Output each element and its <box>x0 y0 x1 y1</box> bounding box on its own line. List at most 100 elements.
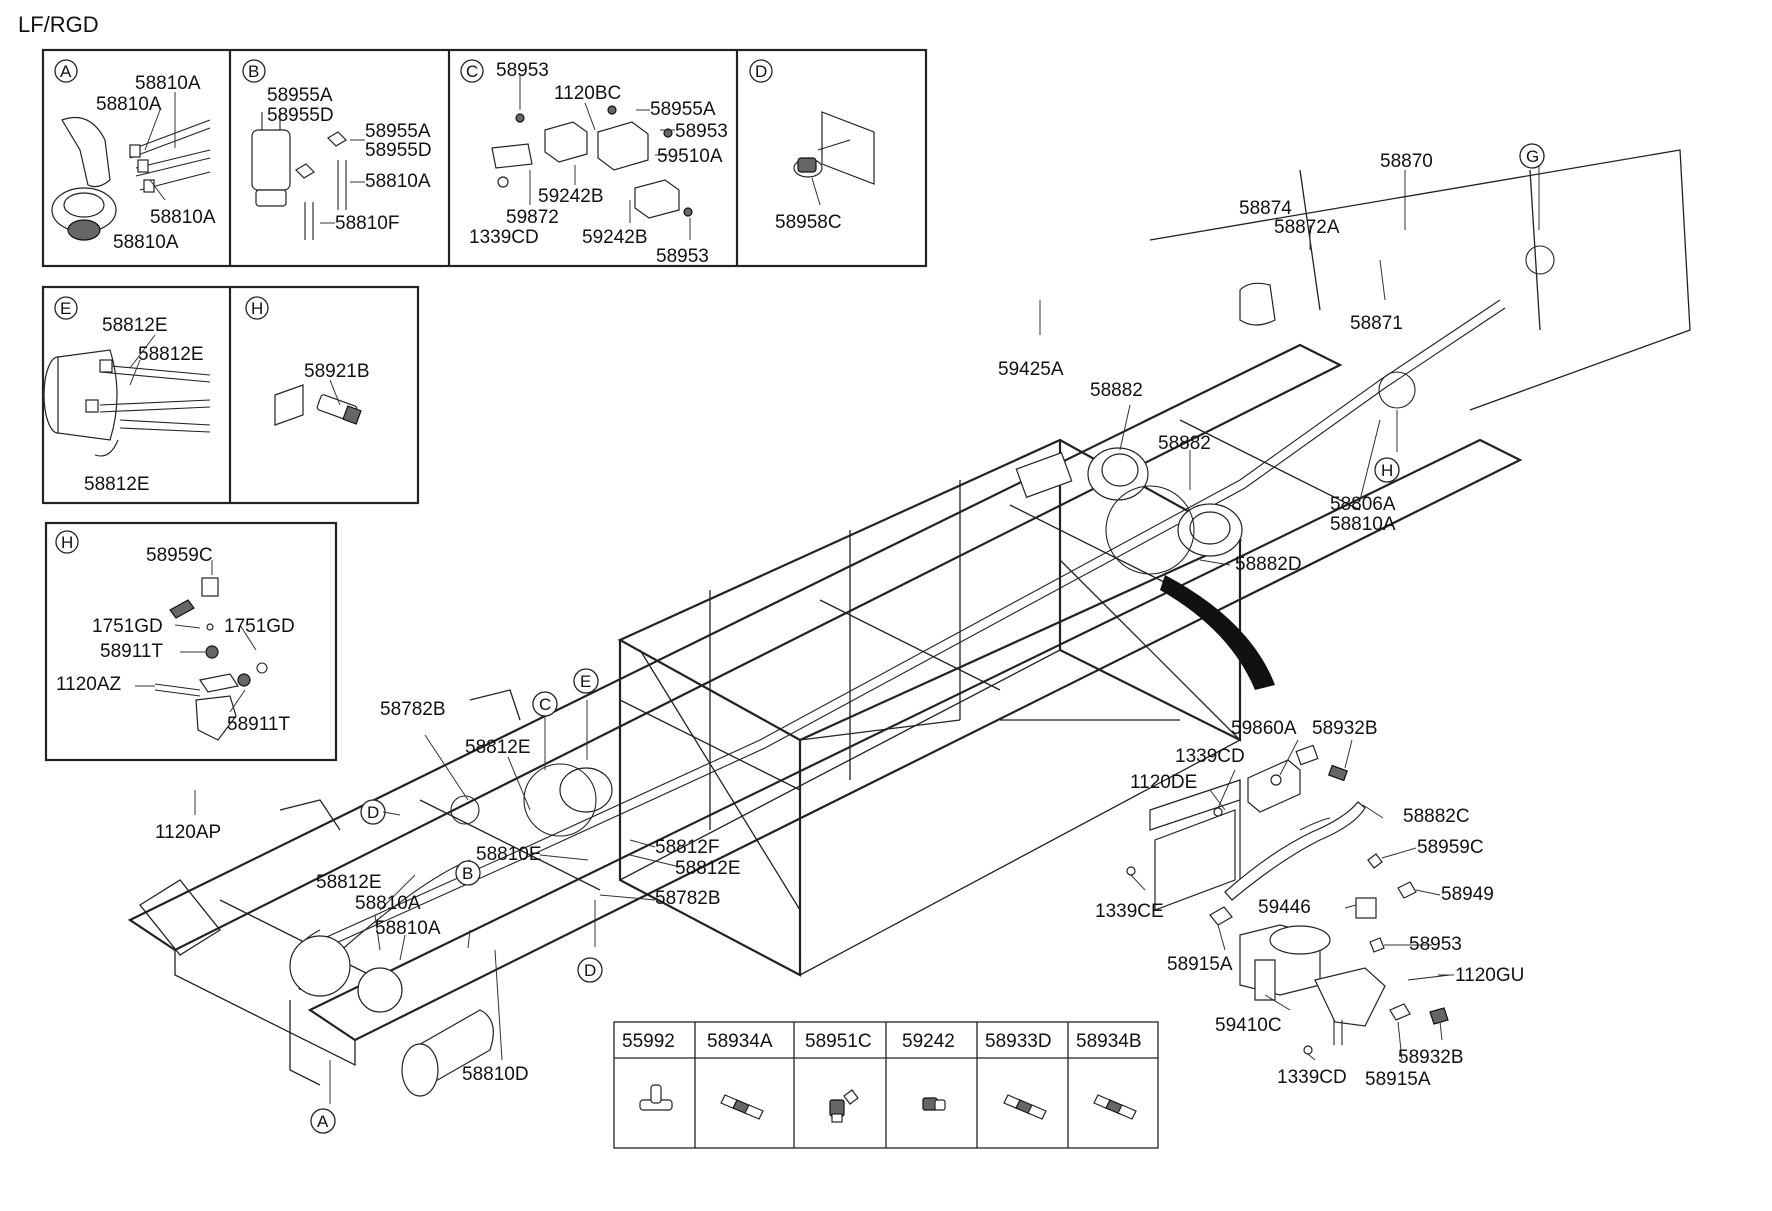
brake-lines <box>292 299 1506 991</box>
part-label: 58872A <box>1274 217 1340 238</box>
part-label: 58810F <box>335 213 399 234</box>
part-label: 58810A <box>355 893 421 914</box>
detail-box-letter: A <box>60 62 72 81</box>
table-header: 58934B <box>1076 1031 1142 1052</box>
part-label: 58882C <box>1403 806 1470 827</box>
part-label: 58949 <box>1441 884 1494 905</box>
part-label: 59446 <box>1258 897 1311 918</box>
valve-assembly-right: 59860A 58932B 1339CD 1120DE 58882C 1339C… <box>1095 718 1524 1090</box>
callout-letter: A <box>317 1112 329 1131</box>
part-label: 1339CD <box>1277 1067 1347 1088</box>
callout-letter: H <box>1381 461 1393 480</box>
chassis-frame <box>127 149 1691 1086</box>
part-label: 58911T <box>100 641 163 662</box>
part-label: 59860A <box>1231 718 1297 739</box>
part-label: 58810A <box>375 918 441 939</box>
part-label: 59242B <box>538 186 604 207</box>
part-label: 58874 <box>1239 198 1292 219</box>
part-label: 58782B <box>655 888 721 909</box>
part-label: 58953 <box>656 246 709 267</box>
part-label: 58806A <box>1330 494 1396 515</box>
part-label: 58871 <box>1350 313 1403 334</box>
part-label: 58958C <box>775 212 842 233</box>
table-header: 58951C <box>805 1031 872 1052</box>
part-label: 58882D <box>1235 554 1302 575</box>
plug-icon <box>922 1097 946 1111</box>
part-label: 58953 <box>496 60 549 81</box>
detail-box-letter: D <box>755 62 767 81</box>
detail-box-letter: E <box>60 299 71 318</box>
detail-box-e: E 58812E 58812E 58812E <box>43 296 211 495</box>
part-label: 59510A <box>657 146 723 167</box>
part-label: 58882 <box>1090 380 1143 401</box>
part-label: 58955D <box>267 105 334 126</box>
leader-lines <box>194 158 1540 1104</box>
detail-box-letter: H <box>251 299 263 318</box>
hose-nipple-icon <box>720 1094 764 1120</box>
air-tanks <box>289 245 1555 1097</box>
part-label: 58955A <box>650 99 716 120</box>
part-label: 58812E <box>84 474 150 495</box>
table-header: 55992 <box>622 1031 675 1052</box>
part-label: 59425A <box>998 359 1064 380</box>
callout-letter: C <box>539 695 551 714</box>
part-label: 59242B <box>582 227 648 248</box>
diagram-title: LF/RGD <box>18 12 99 37</box>
detail-box-c: C 58953 1120BC 58955A 58953 59510A 59242… <box>460 59 728 267</box>
callout-letter: D <box>584 961 596 980</box>
detail-box-h-top: H 58921B <box>245 296 370 426</box>
part-label: 58812F <box>655 837 719 858</box>
parts-table: 55992 58934A 58951C 59242 58933D 58934B <box>613 1021 1159 1149</box>
part-label: 1120AP <box>155 822 221 843</box>
part-label: 58959C <box>1417 837 1484 858</box>
part-label: 58882 <box>1158 433 1211 454</box>
tee-fitting-icon <box>639 1084 673 1111</box>
callout-letter: B <box>462 864 473 883</box>
part-label: 58810A <box>1330 514 1396 535</box>
part-label: 1120GU <box>1455 965 1524 986</box>
part-label: 58959C <box>146 545 213 566</box>
part-label: 1751GD <box>224 616 295 637</box>
part-label: 58812E <box>316 872 382 893</box>
part-label: 58955A <box>267 85 333 106</box>
detail-box-b: B 58955A 58955D 58955A 58955D 58810A 588… <box>242 59 432 240</box>
part-label: 58953 <box>675 121 728 142</box>
part-label: 58921B <box>304 361 370 382</box>
part-label: 58810A <box>113 232 179 253</box>
part-label: 1120AZ <box>56 674 122 695</box>
main-callouts: A B C D D E G H <box>310 143 1545 1134</box>
callout-letter: D <box>367 803 379 822</box>
part-label: 1339CD <box>1175 746 1245 767</box>
part-label: 1120BC <box>554 83 621 104</box>
detail-box-d: D 58958C <box>749 59 875 233</box>
part-label: 59410C <box>1215 1015 1282 1036</box>
detail-box-letter: C <box>466 62 478 81</box>
part-label: 58953 <box>1409 934 1462 955</box>
detail-callout-wedge <box>1160 575 1275 690</box>
table-header: 59242 <box>902 1031 955 1052</box>
part-label: 58810A <box>365 171 431 192</box>
callout-letter: E <box>580 672 591 691</box>
detail-panel-top-row <box>41 48 928 268</box>
part-label: 58955A <box>365 121 431 142</box>
table-header: 58933D <box>985 1031 1052 1052</box>
part-label: 1120DE <box>1130 772 1197 793</box>
part-label: 58810A <box>96 94 162 115</box>
hose-nipple-icon <box>1003 1094 1047 1120</box>
part-label: 58810E <box>476 844 542 865</box>
detail-box-h-bottom: H 58959C 1751GD 1751GD 58911T 1120AZ 589… <box>44 521 338 762</box>
part-label: 58812E <box>675 858 741 879</box>
part-label: 58782B <box>380 699 446 720</box>
part-label: 58915A <box>1365 1069 1431 1090</box>
part-label: 58870 <box>1380 151 1433 172</box>
part-label: 58812E <box>465 737 531 758</box>
part-label: 58810A <box>150 207 216 228</box>
part-label: 58911T <box>227 714 290 735</box>
hose-nipple-icon <box>1093 1094 1137 1120</box>
detail-box-a: A 58810A 58810A 58810A 58810A <box>51 59 216 253</box>
part-label: 58955D <box>365 140 432 161</box>
part-label: 58932B <box>1312 718 1378 739</box>
part-label: 59872 <box>506 207 559 228</box>
